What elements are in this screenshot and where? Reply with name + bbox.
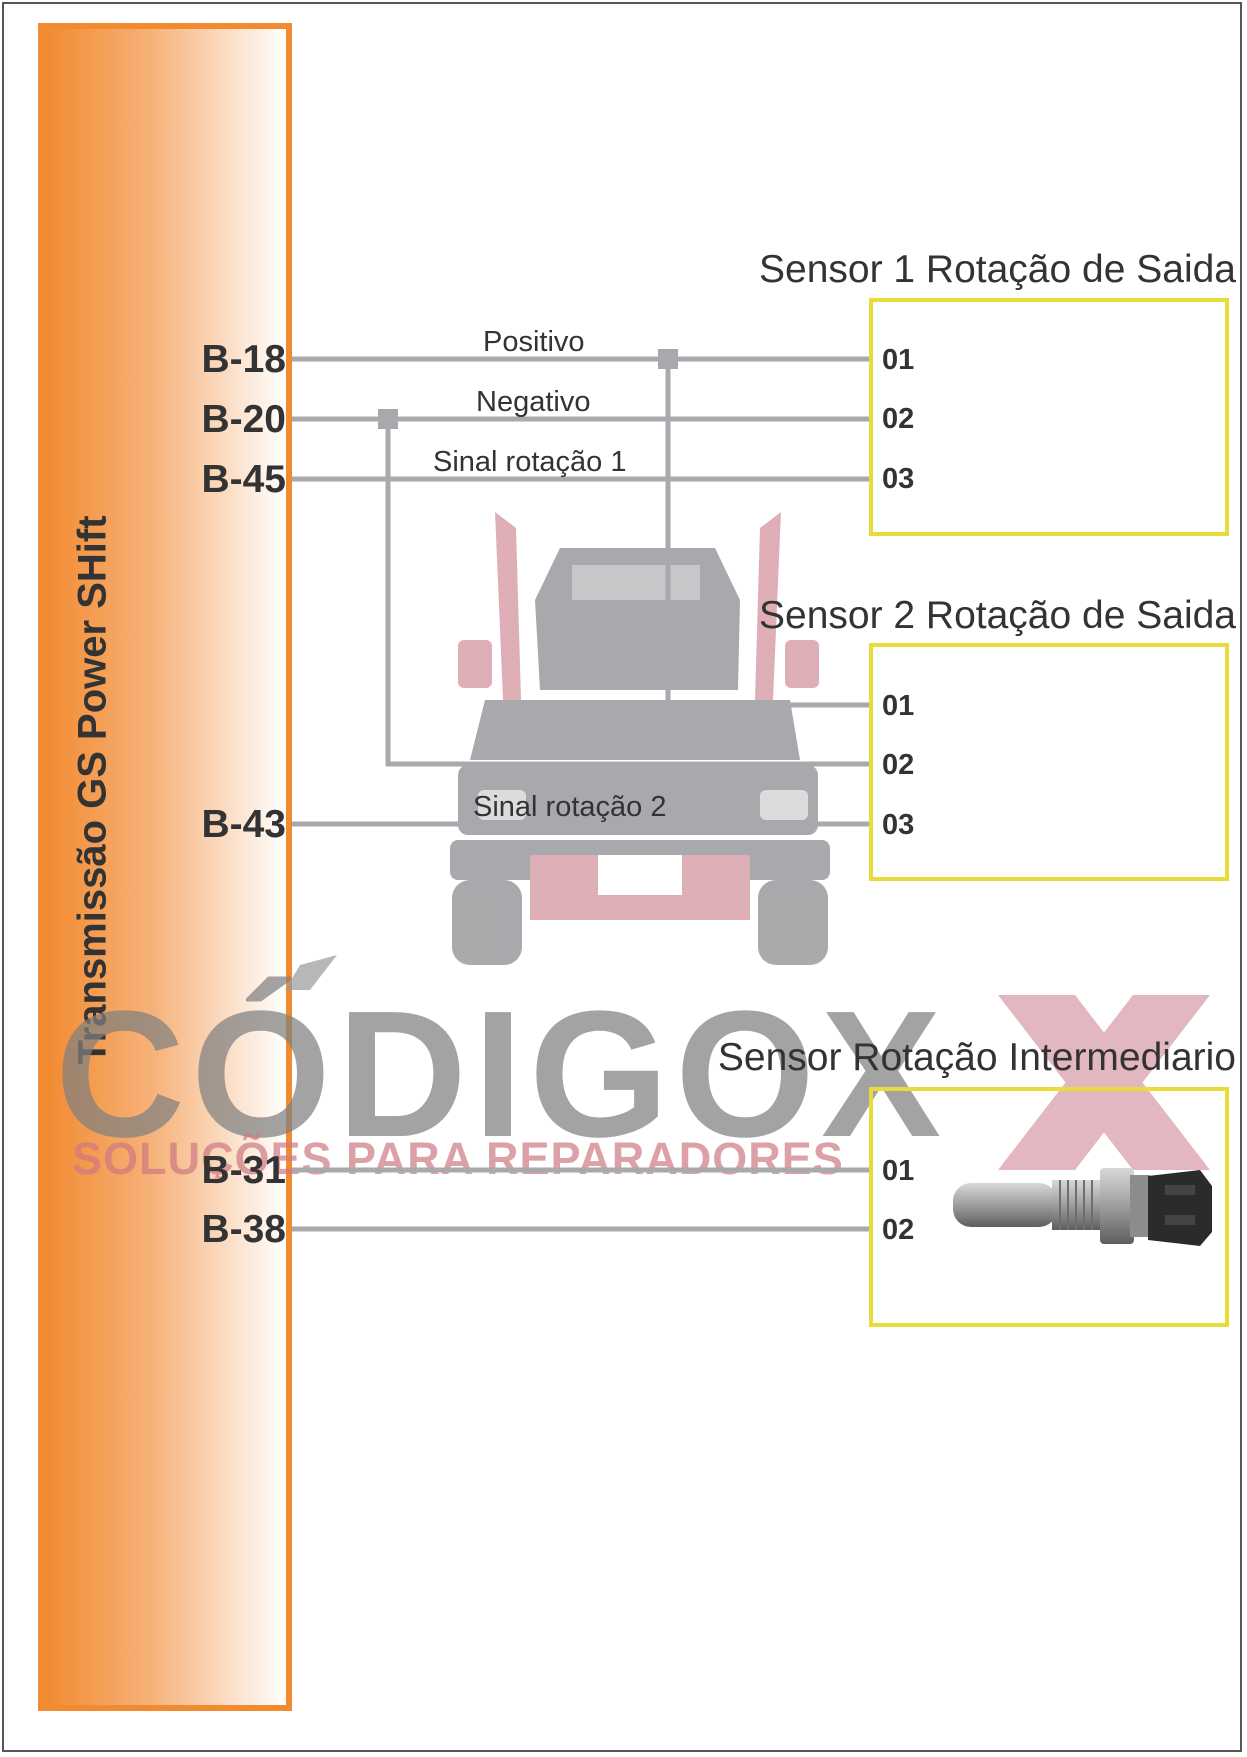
pin-b43: B-43 bbox=[201, 803, 286, 846]
wire-label-signal2: Sinal rotação 2 bbox=[473, 791, 667, 823]
wire-negative-branch bbox=[385, 419, 869, 767]
pin-b20: B-20 bbox=[201, 398, 286, 441]
wire-label-negative: Negativo bbox=[476, 386, 591, 418]
junction-positive bbox=[658, 349, 678, 369]
sensor-2-pin-01: 01 bbox=[882, 690, 915, 722]
wire-positive-branch bbox=[665, 359, 869, 708]
brand-accent-mark bbox=[285, 955, 337, 990]
pin-b38: B-38 bbox=[201, 1208, 286, 1251]
truck-watermark-icon bbox=[450, 512, 830, 965]
brand-tagline-watermark: SOLUÇÕES PARA REPARADORES bbox=[72, 1133, 844, 1184]
sensor-1-title: Sensor 1 Rotação de Saida bbox=[759, 248, 1236, 291]
sensor-1-pin-02: 02 bbox=[882, 403, 915, 435]
sensor-2-pin-03: 03 bbox=[882, 809, 915, 841]
sensor-2-title: Sensor 2 Rotação de Saida bbox=[759, 594, 1236, 637]
wire-label-signal1: Sinal rotação 1 bbox=[433, 446, 627, 478]
sensor-1-pin-03: 03 bbox=[882, 463, 915, 495]
pin-b45: B-45 bbox=[201, 458, 286, 501]
sensor-2-pin-02: 02 bbox=[882, 749, 915, 781]
sensor-2-box bbox=[869, 643, 1229, 881]
sensor-intermediate-pin-02: 02 bbox=[882, 1214, 915, 1246]
brand-x-mark bbox=[998, 995, 1210, 1170]
sensor-intermediate-pin-01: 01 bbox=[882, 1155, 915, 1187]
pin-b18: B-18 bbox=[201, 338, 286, 381]
junction-negative bbox=[378, 409, 398, 429]
pin-b31: B-31 bbox=[201, 1149, 286, 1192]
sensor-1-box bbox=[869, 298, 1229, 536]
transmission-ecu-block bbox=[38, 23, 292, 1711]
sensor-intermediate-box bbox=[869, 1087, 1229, 1327]
sensor-1-pin-01: 01 bbox=[882, 344, 915, 376]
sensor-intermediate-title: Sensor Rotação Intermediario bbox=[717, 1036, 1236, 1079]
brand-watermark: CÓDIGOX bbox=[55, 974, 948, 1175]
wire-label-positive: Positivo bbox=[483, 326, 585, 358]
